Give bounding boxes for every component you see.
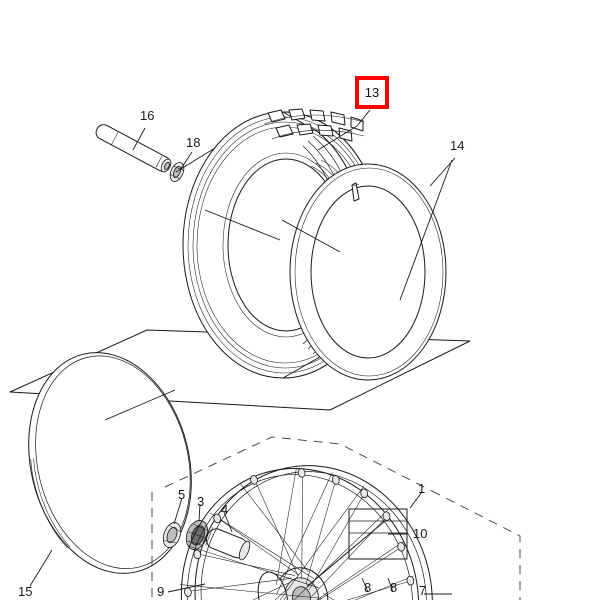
part-rim-band bbox=[28, 352, 192, 574]
callout-label-8b: 8 bbox=[390, 580, 398, 595]
callout-label-1: 1 bbox=[418, 481, 426, 496]
callout-label-7: 7 bbox=[419, 583, 427, 598]
callout-label-9: 9 bbox=[157, 584, 165, 599]
highlight-label-13: 13 bbox=[359, 80, 385, 105]
part-collar bbox=[205, 526, 251, 561]
tire-tread-blocks bbox=[263, 108, 365, 142]
callout-label-14: 14 bbox=[450, 138, 465, 153]
callout-label-18: 18 bbox=[186, 135, 201, 150]
leader-lines bbox=[29, 109, 456, 595]
callout-label-3: 3 bbox=[197, 494, 205, 509]
spoke-nipples bbox=[184, 468, 415, 597]
callout-label-16: 16 bbox=[140, 108, 155, 123]
part-washer bbox=[169, 162, 185, 182]
wheel-assembly-dashed-outline bbox=[151, 436, 521, 600]
part-front-wheel bbox=[180, 465, 433, 600]
part-axle bbox=[95, 124, 172, 173]
part-inner-tube bbox=[289, 163, 447, 381]
callout-label-5: 5 bbox=[178, 487, 186, 502]
callout-label-15: 15 bbox=[18, 584, 33, 599]
highlight-box-13[interactable]: 13 bbox=[355, 76, 389, 109]
rim-band-group-outline bbox=[9, 329, 471, 411]
callout-label-10: 10 bbox=[413, 526, 428, 541]
callout-label-8a: 8 bbox=[364, 580, 372, 595]
callout-label-4: 4 bbox=[221, 502, 229, 517]
part-bearing bbox=[162, 522, 182, 548]
